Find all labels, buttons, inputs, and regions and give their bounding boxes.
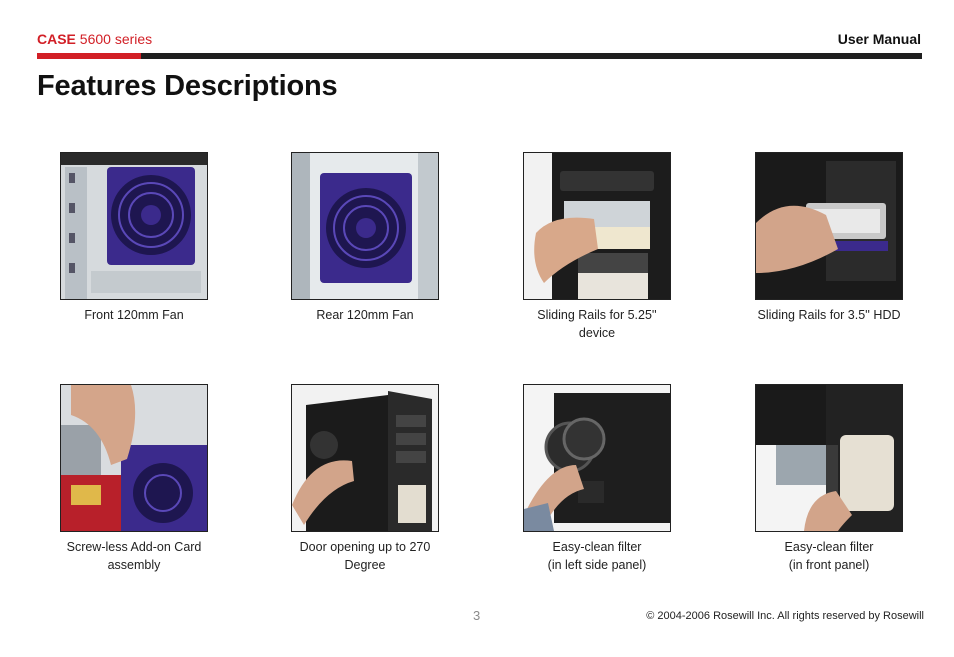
header-series: CASE 5600 series — [37, 31, 152, 47]
feature-filter-front: Easy-clean filter(in front panel) — [754, 384, 904, 574]
feature-rails-525: Sliding Rails for 5.25''device — [522, 152, 672, 342]
feature-rear-fan: Rear 120mm Fan — [290, 152, 440, 324]
feature-front-fan: Front 120mm Fan — [59, 152, 209, 324]
rails-525-photo — [523, 152, 671, 300]
header-rule — [37, 53, 922, 59]
feature-caption: Easy-clean filter(in front panel) — [784, 540, 874, 572]
feature-caption: Sliding Rails for 5.25''device — [537, 308, 657, 340]
front-fan-photo — [60, 152, 208, 300]
rear-fan-photo — [291, 152, 439, 300]
feature-filter-side: Easy-clean filter(in left side panel) — [522, 384, 672, 574]
feature-caption: Sliding Rails for 3.5'' HDD — [757, 308, 901, 322]
filter-side-photo — [523, 384, 671, 532]
rails-35-photo — [755, 152, 903, 300]
addon-card-photo — [60, 384, 208, 532]
header-manual-label: User Manual — [837, 31, 921, 47]
series-label: 5600 series — [79, 31, 153, 47]
header-rule-accent — [37, 53, 141, 59]
feature-caption: Rear 120mm Fan — [316, 308, 414, 322]
filter-front-photo — [755, 384, 903, 532]
feature-caption: Easy-clean filter(in left side panel) — [547, 540, 647, 572]
page-number: 3 — [473, 608, 481, 623]
copyright-notice: © 2004-2006 Rosewill Inc. All rights res… — [646, 610, 924, 622]
brand-label: CASE — [37, 31, 76, 47]
door-photo — [291, 384, 439, 532]
feature-rails-35: Sliding Rails for 3.5'' HDD — [754, 152, 904, 324]
feature-caption: Front 120mm Fan — [84, 308, 184, 322]
page-title: Features Descriptions — [37, 70, 338, 102]
